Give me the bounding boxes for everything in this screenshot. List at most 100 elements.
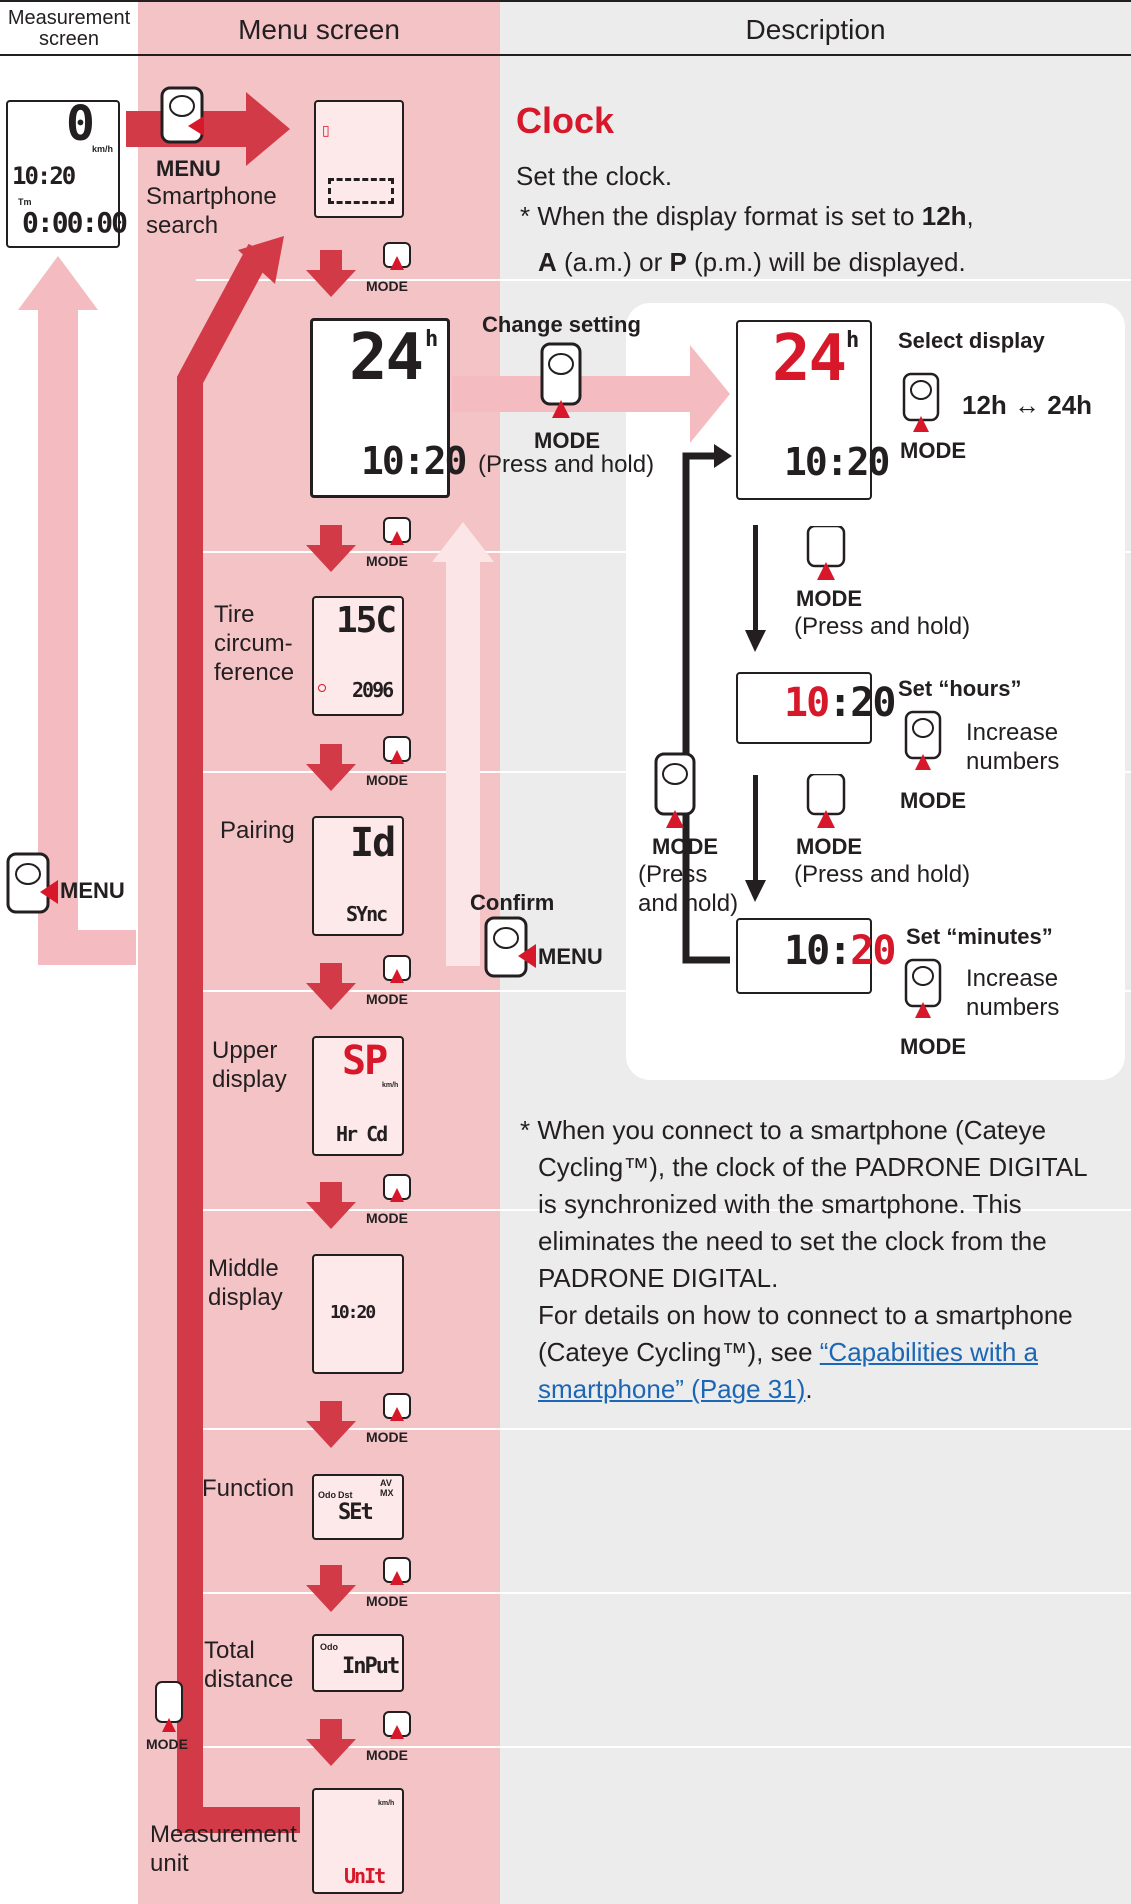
hours-lcd: 10:20 [736, 672, 896, 744]
pairing-label: Pairing [220, 817, 295, 844]
tm-label: Tm [18, 197, 32, 207]
confirm-arrow-shaft [446, 560, 480, 966]
total-distance-lcd: Odo InPut [312, 1634, 404, 1692]
menu-button-label: MENU [156, 156, 221, 181]
mode-button-icon [806, 774, 846, 828]
set-hours-label: Set “hours” [898, 676, 1022, 701]
mode-button-icon [383, 1393, 411, 1421]
capabilities-link-page[interactable]: smartphone” (Page 31) [538, 1374, 806, 1404]
mode-label: MODE [366, 1593, 408, 1609]
panel-black-arrows [682, 444, 766, 964]
unit-return-arrowhead [238, 236, 284, 284]
header-description: Description [745, 14, 886, 45]
mode-button-icon [383, 736, 411, 764]
clock-intro: Set the clock. [516, 161, 673, 191]
speed-unit: km/h [92, 144, 114, 154]
mode-label: MODE [366, 1747, 408, 1763]
format-toggle-label: 12h ↔ 24h [962, 390, 1093, 420]
separator [196, 279, 1131, 281]
change-setting-label: Change setting [482, 312, 641, 337]
return-loop-arrow [38, 310, 136, 965]
clock-format-note: * When the display format is set to 12h, [520, 201, 974, 231]
tire-circumference-lcd: 15C 2096 [312, 596, 404, 716]
set-minutes-label: Set “minutes” [906, 924, 1053, 949]
function-lcd: Odo Dst SEt AV MX [312, 1474, 404, 1540]
clock-time: 10:20 [361, 439, 467, 483]
speed-readout: 0 [66, 96, 95, 152]
mode-button-icon [383, 1557, 411, 1585]
mode-button-icon [383, 955, 411, 983]
clock-lcd: 24 h 10:20 [310, 318, 467, 498]
pairing-lcd: Id SYnc [312, 816, 404, 936]
header-menu-screen: Menu screen [238, 14, 400, 45]
press-hold-label: (Press and hold) [794, 613, 971, 640]
clock-setting-panel [626, 303, 1125, 1080]
down-arrows [306, 250, 356, 1766]
separator [196, 1592, 1131, 1594]
measurement-unit-lcd: km/h UnIt [312, 1788, 404, 1894]
menu-arrow-head [246, 92, 290, 166]
upper-display-lcd: SP km/h Hr Cd [312, 1036, 404, 1156]
middle-display-lcd: 10:20 [312, 1254, 404, 1374]
smartphone-search-lcd: ▯ [314, 100, 404, 218]
separator [196, 1428, 1131, 1430]
mode-label: MODE [534, 428, 600, 453]
mode-label: MODE [796, 834, 862, 859]
measurement-lcd: 0 km/h 10:20 Tm 0:00:00 [6, 96, 128, 248]
confirm-arrow-head [432, 522, 494, 562]
clock-format-unit: h [425, 327, 438, 352]
header-top-rule [0, 0, 1131, 2]
mode-label: MODE [652, 834, 718, 859]
mode-label: MODE [900, 438, 966, 463]
separator [196, 1746, 1131, 1748]
confirm-menu-label: MENU [538, 944, 603, 969]
mode-button-icon [902, 372, 940, 432]
capabilities-link[interactable]: “Capabilities with a [819, 1337, 1038, 1367]
mode-button-icon [383, 1174, 411, 1202]
mode-label: MODE [366, 553, 408, 569]
clock-readout: 10:20 [12, 162, 76, 190]
confirm-label: Confirm [470, 890, 555, 915]
return-loop-arrowhead [18, 256, 98, 310]
select-display-label: Select display [898, 328, 1045, 353]
mode-button-icon [383, 1711, 411, 1739]
separator [196, 1209, 1131, 1211]
panel-format-lcd: 24 h 10:20 [736, 320, 890, 500]
device-button-icon [160, 86, 204, 144]
header-bottom-rule [0, 54, 1131, 56]
mode-label: MODE [796, 586, 862, 611]
mode-label: MODE [366, 772, 408, 788]
change-setting-arrow-head [690, 345, 730, 443]
mode-button-icon [904, 710, 942, 770]
menu-button-icon [6, 852, 58, 914]
mode-label: MODE [366, 991, 408, 1007]
mode-label: MODE [366, 278, 408, 294]
timer-readout: 0:00:00 [22, 206, 128, 239]
minutes-lcd: 10:20 [736, 918, 896, 994]
mode-button-icon [654, 752, 696, 828]
mode-label: MODE [366, 1210, 408, 1226]
mode-label: MODE [900, 788, 966, 813]
mode-button-icon [155, 1681, 183, 1732]
mode-button-icon [540, 342, 582, 418]
menu-label: MENU [60, 878, 125, 903]
clock-format-note-2: A (a.m.) or P (p.m.) will be displayed. [538, 247, 966, 277]
clock-title: Clock [516, 100, 615, 141]
press-hold-label: (Press and hold) [478, 451, 655, 478]
menu-button-icon [484, 916, 536, 978]
mode-button-icon [383, 517, 411, 545]
mode-button-icon [806, 526, 846, 580]
mode-label: MODE [146, 1736, 188, 1752]
mode-button-icon [383, 242, 411, 270]
mode-label: MODE [366, 1429, 408, 1445]
clock-format-digits: 24 [349, 321, 424, 395]
